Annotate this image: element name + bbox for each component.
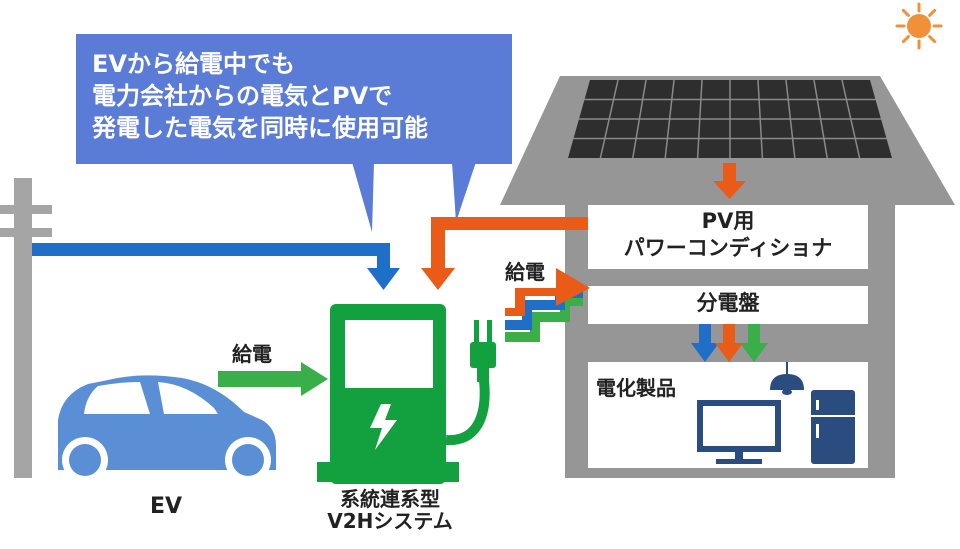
v2h-label-line: V2Hシステム [327,509,453,533]
v2h-system-label: 系統連系型 V2Hシステム [300,488,480,532]
house-supply-label: 給電 [505,260,545,284]
callout-line: 発電した電気を同時に使用可能 [92,114,428,142]
appliances-label: 電化製品 [596,376,676,400]
grid-power-arrow [32,243,400,290]
distribution-panel-label: 分電盤 [696,291,760,315]
distribution-panel-box [588,286,868,324]
callout-bubble [76,34,512,232]
ev-supply-label: 給電 [232,342,272,366]
tv-icon [697,400,781,464]
pcs-label-line: パワーコンディショナ [623,236,833,260]
solar-panel-icon [568,79,892,159]
supply-output-arrow [505,268,590,342]
ev-label: EV [150,494,183,519]
v2h-label-line: 系統連系型 [340,487,440,511]
house [500,76,955,478]
plug-icon [470,342,496,368]
callout-line: 電力会社からの電気とPVで [92,82,393,110]
callout-text: EVから給電中でも 電力会社からの電気とPVで 発電した電気を同時に使用可能 [92,48,512,144]
ev-supply-arrow [218,362,328,396]
charger-screen [345,320,433,388]
pcs-label: PV用 パワーコンディショナ [590,208,866,262]
pcs-label-line: PV用 [701,209,755,233]
panel-output-arrows [691,324,768,362]
lightning-icon [370,404,397,450]
lamp-icon [770,362,804,395]
utility-pole [0,178,52,478]
pcs-box [588,205,868,269]
pv-down-arrow [713,163,746,199]
v2h-charger [317,304,496,484]
pv-power-arrow [421,217,588,290]
sun-icon [895,2,943,50]
callout-line: EVから給電中でも [92,50,295,78]
fridge-icon [811,390,855,464]
ev-car-icon [58,375,276,483]
